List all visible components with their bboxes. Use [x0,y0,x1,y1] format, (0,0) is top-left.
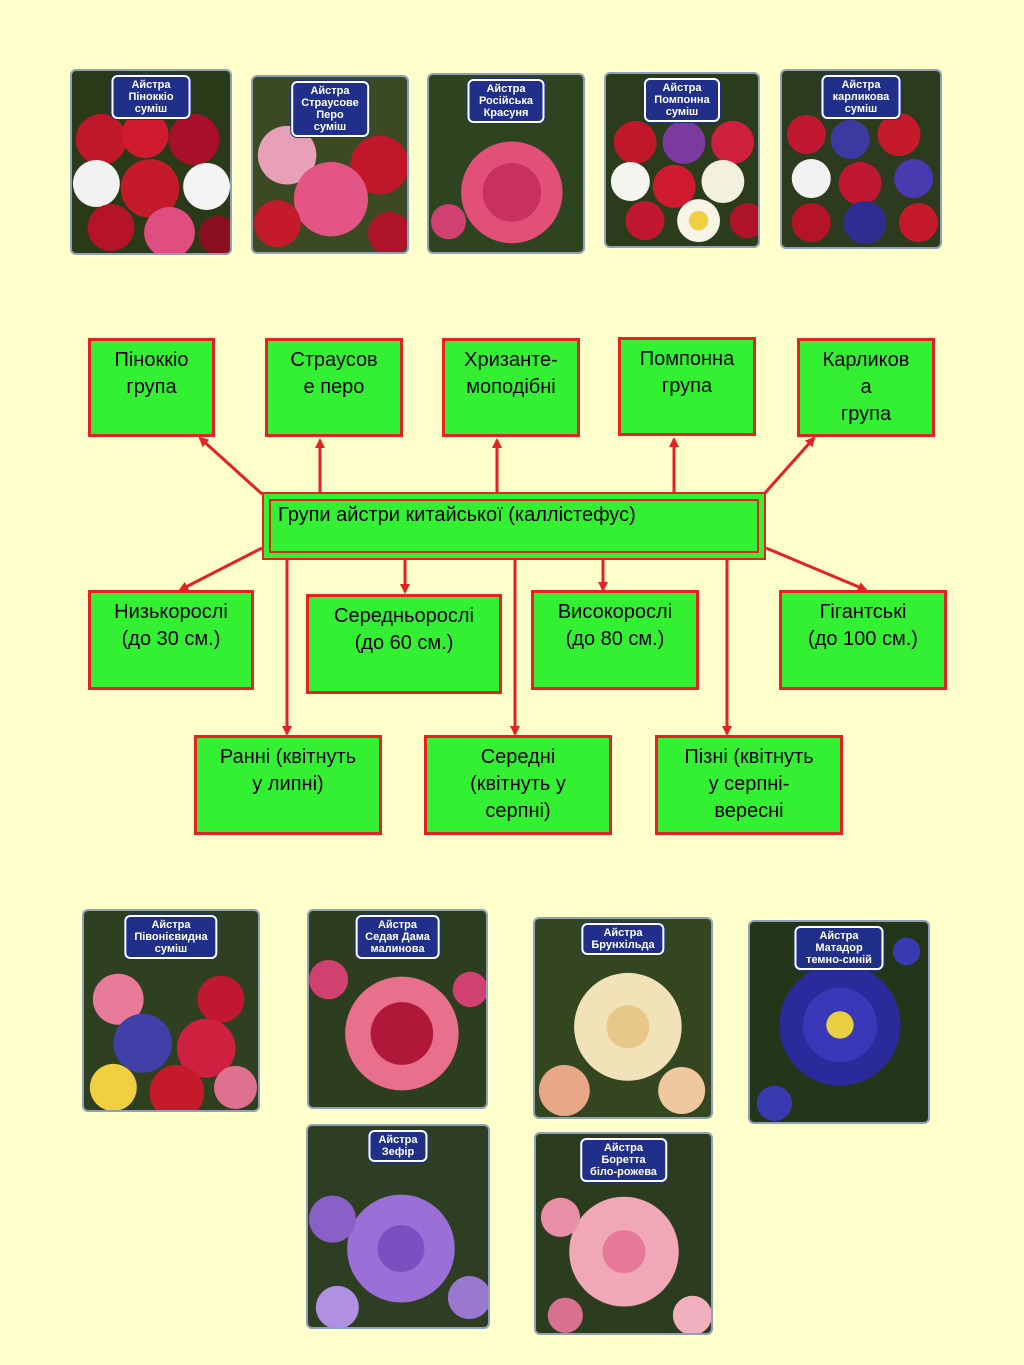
group-medium-growing: Середньорослі (до 60 см.) [306,594,502,694]
central-topic: Групи айстри китайської (каллістефус) [262,492,766,560]
photo-ostrich-feather: Айстра Страусове Перо суміш [251,75,409,254]
group-ostrich-feather: Страусов е перо [265,338,403,437]
photo-pompon: Айстра Помпонна суміш [604,72,760,248]
group-dwarf: Карликов а група [797,338,935,437]
photo-peony: Айстра Півонієвидна суміш [82,909,260,1112]
photo-russian-beauty: Айстра Російська Красуня [427,73,585,254]
photo-label: Айстра Боретта біло-рожева [579,1138,668,1182]
central-topic-text: Групи айстри китайської (каллістефус) [278,504,636,526]
photo-label: Айстра Півонієвидна суміш [124,915,218,959]
photo-boretta: Айстра Боретта біло-рожева [534,1132,713,1335]
group-mid-bloom: Середні (квітнуть у серпні) [424,735,612,835]
arrow-to-low [178,546,263,592]
photo-dwarf: Айстра карликова суміш [780,69,942,249]
photo-label: Айстра Брунхільда [581,923,665,955]
group-chrysanthemum-like: Хризанте- моподібні [442,338,580,437]
group-late-bloom: Пізні (квітнуть у серпні- вересні [655,735,843,835]
arrow-to-dwarf [762,436,816,495]
photo-label: Айстра карликова суміш [821,75,901,119]
photo-label: Айстра Зефір [368,1130,428,1162]
photo-grey-lady: Айстра Седая Дама малинова [307,909,488,1109]
arrow-to-pinocchio [198,436,264,496]
flower-photo-icon [606,74,758,246]
group-pinocchio: Піноккіо група [88,338,215,437]
group-giant: Гігантські (до 100 см.) [779,590,947,690]
photo-matador: Айстра Матадор темно-синій [748,920,930,1124]
group-low-growing: Низькорослі (до 30 см.) [88,590,254,690]
photo-label: Айстра Російська Красуня [467,79,545,123]
arrow-to-giant [765,546,868,592]
photo-label: Айстра Піноккіо суміш [111,75,191,119]
flower-photo-icon [253,77,407,252]
photo-zephyr: Айстра Зефір [306,1124,490,1329]
group-pompon: Помпонна група [618,337,756,436]
photo-label: Айстра Страусове Перо суміш [291,81,369,137]
flower-photo-icon [308,1126,488,1327]
photo-label: Айстра Помпонна суміш [644,78,720,122]
photo-pinocchio: Айстра Піноккіо суміш [70,69,232,255]
flower-photo-icon [750,922,928,1122]
group-tall-growing: Високорослі (до 80 см.) [531,590,699,690]
photo-brunhilda: Айстра Брунхільда [533,917,713,1119]
group-early-bloom: Ранні (квітнуть у липні) [194,735,382,835]
photo-label: Айстра Седая Дама малинова [355,915,440,959]
photo-label: Айстра Матадор темно-синій [794,926,884,970]
